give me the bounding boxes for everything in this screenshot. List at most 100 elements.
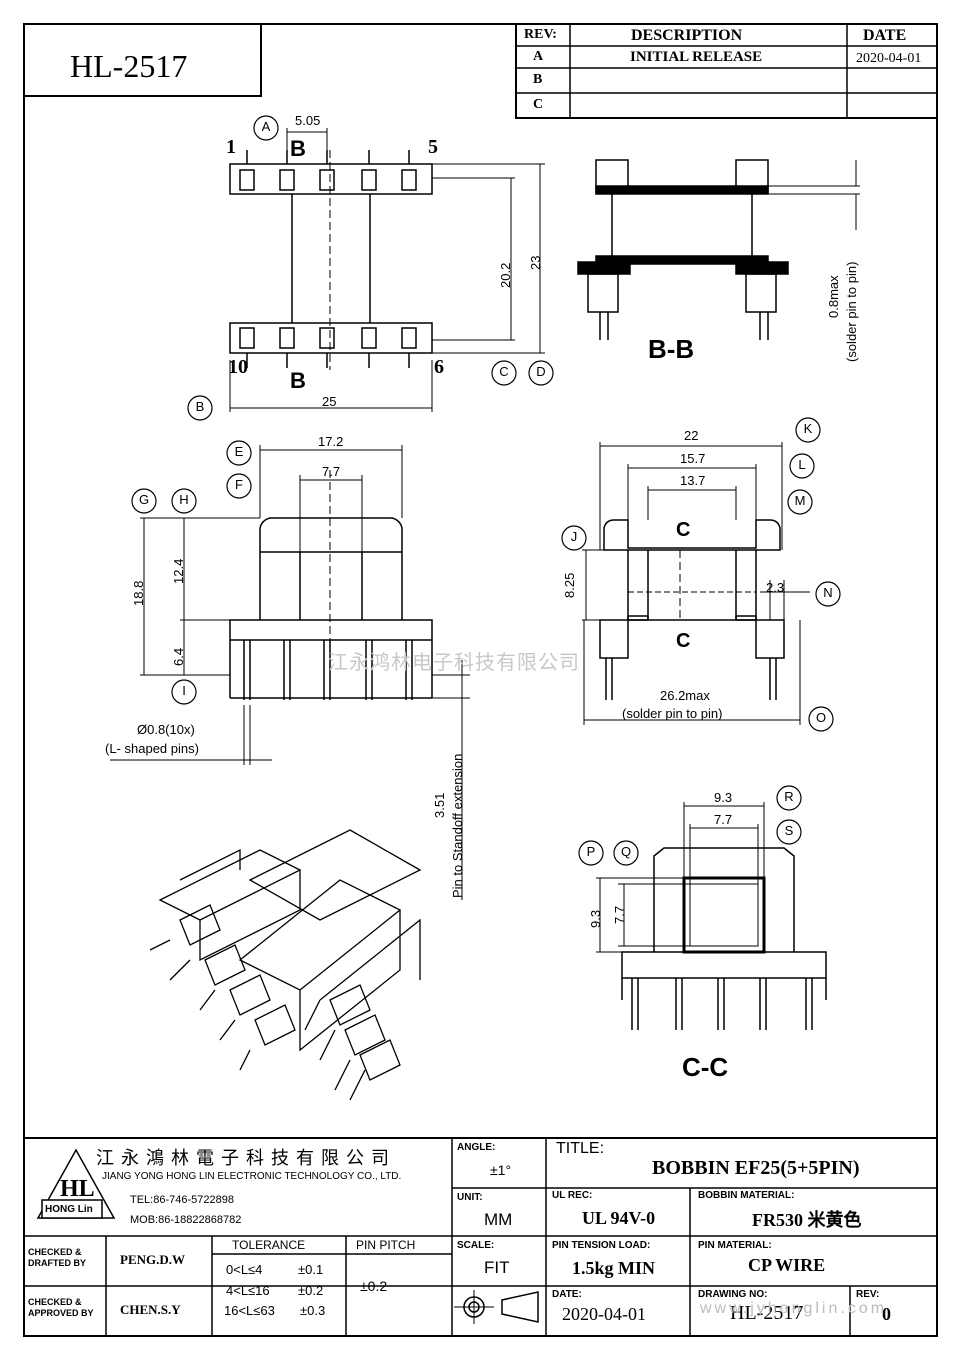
rev-row-c: C	[533, 97, 544, 112]
section-bb-view	[577, 159, 860, 340]
bb-dim-label: 0.8max	[826, 275, 841, 318]
front-view	[110, 445, 470, 900]
rev-row-a-date: 2020-04-01	[856, 51, 922, 66]
company-name-en: JIANG YONG HONG LIN ELECTRONIC TECHNOLOG…	[102, 1171, 402, 1182]
isometric-view	[149, 829, 422, 1101]
pin-note-shape: (L- shaped pins)	[105, 741, 199, 756]
callout-i: I	[182, 683, 186, 698]
bb-dim-sub: (solder pin to pin)	[844, 261, 859, 362]
tolerance-value-1: ±0.1	[298, 1262, 324, 1277]
projection-symbol-icon	[454, 1290, 539, 1324]
ul-label: UL REC:	[552, 1190, 593, 1201]
tolerance-range-3: 16<L≤63	[224, 1303, 275, 1318]
date-col-header: DATE	[863, 27, 907, 44]
date-label: DATE:	[552, 1289, 582, 1300]
callout-m: M	[794, 493, 806, 508]
pin-tension-label: PIN TENSION LOAD:	[552, 1240, 651, 1251]
dim-8-25: 8.25	[562, 572, 577, 598]
callout-k: K	[803, 421, 813, 436]
dim-25: 25	[322, 394, 337, 409]
watermark: 江永鸿林电子科技有限公司	[328, 652, 580, 674]
dim-pin-pitch: 5.05	[295, 113, 321, 128]
section-c-marker-bottom: C	[676, 630, 691, 652]
date-value: 2020-04-01	[562, 1304, 646, 1324]
pin-tension-value: 1.5kg MIN	[572, 1258, 656, 1278]
dim-18-8: 18.8	[131, 580, 146, 606]
ul-value: UL 94V-0	[582, 1208, 656, 1228]
company-tel: TEL:86-746-5722898	[130, 1194, 234, 1206]
checked-approved-label: CHECKED & APPROVED BY	[28, 1297, 94, 1318]
section-b-marker-top: B	[290, 136, 306, 161]
cc-dim-9-3-top: 9.3	[714, 790, 733, 805]
callout-f: F	[235, 477, 243, 492]
angle-label: ANGLE:	[457, 1142, 496, 1153]
website-watermark: www.jyhonglin.com	[700, 1300, 888, 1317]
tolerance-range-1: 0<L≤4	[226, 1262, 263, 1277]
tolerance-value-3: ±0.3	[300, 1303, 326, 1318]
callout-l: L	[798, 457, 806, 472]
rev-row-a-desc: INITIAL RELEASE	[630, 49, 763, 65]
callout-c: C	[499, 364, 509, 379]
part-number-title: HL-2517	[70, 48, 188, 84]
rev-col-header: REV:	[524, 27, 557, 42]
angle-value: ±1°	[490, 1162, 512, 1178]
dim-2-3: 2.3	[766, 580, 785, 595]
checked-drafted-label: CHECKED & DRAFTED BY	[28, 1247, 86, 1268]
bobbin-material-label: BOBBIN MATERIAL:	[698, 1190, 795, 1201]
description-col-header: DESCRIPTION	[631, 27, 743, 44]
callout-g: G	[138, 492, 150, 507]
callout-r: R	[784, 789, 794, 804]
logo-subtext: HONG Lin	[45, 1204, 93, 1215]
callout-e: E	[234, 444, 244, 459]
callout-j: J	[570, 529, 578, 544]
rev-value: 0	[882, 1304, 891, 1324]
dim-23: 23	[528, 255, 543, 270]
section-cc-view	[596, 802, 827, 1030]
cc-dim-7-7-side: 7.7	[612, 905, 627, 924]
tolerance-range-2: 4<L≤16	[226, 1283, 270, 1298]
callout-b: B	[195, 399, 205, 414]
tolerance-label: TOLERANCE	[232, 1238, 306, 1252]
drawing-no-label: DRAWING NO:	[698, 1289, 768, 1300]
pin-material-value: CP WIRE	[748, 1255, 826, 1275]
pin-pitch-label: PIN PITCH	[356, 1238, 416, 1252]
dim-20-2: 20.2	[498, 262, 513, 288]
cc-dim-7-7-top: 7.7	[714, 812, 733, 827]
pin-note-diameter: Ø0.8(10x)	[137, 722, 195, 737]
rev-row-b: B	[533, 72, 543, 87]
pin-5-label: 5	[428, 136, 438, 158]
callout-o: O	[815, 710, 827, 725]
pin-1-label: 1	[226, 136, 236, 158]
standoff-label: Pin to Standoff extension	[450, 753, 465, 898]
section-b-marker-bottom: B	[290, 368, 306, 393]
bobbin-material-value: FR530 米黄色	[752, 1210, 862, 1230]
unit-value: MM	[484, 1210, 513, 1229]
tolerance-value-2: ±0.2	[298, 1283, 324, 1298]
callout-circles	[131, 115, 841, 866]
pin-10-label: 10	[228, 356, 248, 378]
callout-s: S	[784, 823, 794, 838]
section-c-marker-top: C	[676, 519, 691, 541]
unit-label: UNIT:	[457, 1192, 483, 1203]
dim-26-2-sub: (solder pin to pin)	[622, 706, 723, 721]
dim-6-4: 6.4	[171, 647, 186, 666]
dim-26-2: 26.2max	[660, 688, 710, 703]
company-mob: MOB:86-18822868782	[130, 1214, 242, 1226]
title-value: BOBBIN EF25(5+5PIN)	[652, 1157, 860, 1179]
callout-d: D	[536, 364, 546, 379]
pin-6-label: 6	[434, 356, 444, 378]
approved-by-name: CHEN.S.Y	[120, 1302, 181, 1317]
callout-h: H	[179, 492, 189, 507]
top-view	[229, 128, 545, 412]
pin-pitch-value: ±0.2	[360, 1278, 388, 1294]
dim-15-7: 15.7	[680, 451, 706, 466]
dim-12-4: 12.4	[171, 558, 186, 584]
callout-q: Q	[620, 844, 632, 859]
callout-p: P	[586, 844, 596, 859]
section-bb-title: B-B	[648, 334, 695, 364]
scale-label: SCALE:	[457, 1240, 495, 1251]
dim-13-7: 13.7	[680, 473, 706, 488]
rev-label: REV:	[856, 1289, 880, 1300]
side-view	[582, 442, 810, 725]
